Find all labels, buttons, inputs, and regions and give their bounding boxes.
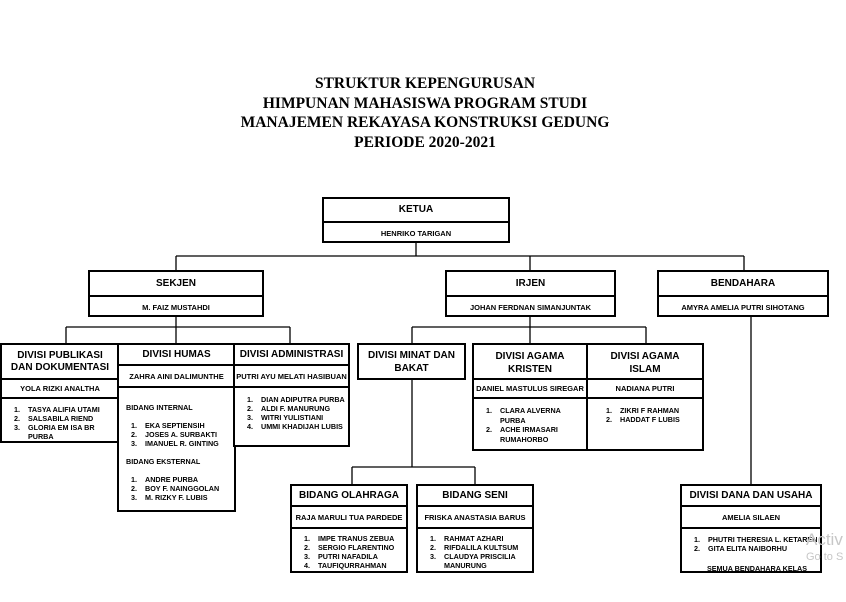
publikasi-role-line2: DAN DOKUMENTASI [10, 362, 110, 373]
administrasi-members: DIAN ADIPUTRA PURBA ALDI F. MANURUNG WIT… [235, 386, 348, 431]
list-item: ACHE IRMASARI RUMAHORBO [494, 425, 586, 444]
humas-internal-label: BIDANG INTERNAL [126, 403, 193, 412]
minat-bakat-role: DIVISI MINAT DAN BAKAT [359, 345, 464, 375]
humas-members: BIDANG INTERNAL EKA SEPTIENSIH JOSES A. … [119, 386, 234, 502]
dana-usaha-footer: SEMUA BENDAHARA KELAS [706, 564, 808, 573]
title-line-4: PERIODE 2020-2021 [354, 133, 496, 151]
olahraga-box: BIDANG OLAHRAGA RAJA MARULI TUA PARDEDE … [290, 484, 408, 573]
title-line-3: MANAJEMEN REKAYASA KONSTRUKSI GEDUNG [240, 114, 610, 131]
bendahara-role: BENDAHARA [710, 278, 776, 289]
list-item: DIAN ADIPUTRA PURBA [255, 395, 348, 404]
kristen-box: DIVISI AGAMA KRISTEN DANIEL MASTULUS SIR… [472, 343, 588, 451]
list-item: RIFDALILA KULTSUM [438, 543, 532, 552]
list-item: IMPE TRANUS ZEBUA [312, 534, 406, 543]
islam-members: ZIKRI F RAHMAN HADDAT F LUBIS [588, 397, 702, 424]
dana-usaha-box: DIVISI DANA DAN USAHA AMELIA SILAEN PHUT… [680, 484, 822, 573]
watermark-line-1: Activ [806, 530, 843, 549]
list-item: ALDI F. MANURUNG [255, 404, 348, 413]
list-item: RAHMAT AZHARI [438, 534, 532, 543]
sekjen-name: M. FAIZ MUSTAHDI [90, 295, 262, 317]
administrasi-role: DIVISI ADMINISTRASI [239, 349, 344, 360]
islam-role-line2: ISLAM [629, 364, 661, 375]
list-item: CLAUDYA PRISCILIA MANURUNG [438, 552, 532, 570]
olahraga-role: BIDANG OLAHRAGA [299, 490, 399, 501]
minat-bakat-role-line2: BAKAT [394, 363, 429, 374]
sekjen-box: SEKJEN M. FAIZ MUSTAHDI [88, 270, 264, 317]
list-item: M. RIZKY F. LUBIS [139, 493, 234, 502]
publikasi-role-line1: DIVISI PUBLIKASI [17, 350, 103, 361]
seni-members: RAHMAT AZHARI RIFDALILA KULTSUM CLAUDYA … [418, 527, 532, 570]
publikasi-role: DIVISI PUBLIKASI DAN DOKUMENTASI [2, 345, 118, 378]
list-item: WITRI YULISTIANI [255, 413, 348, 422]
kristen-role-line1: DIVISI AGAMA [495, 351, 565, 362]
list-item: SERGIO FLARENTINO [312, 543, 406, 552]
list-item: EKA SEPTIENSIH [139, 421, 234, 430]
list-item: GLORIA EM ISA BR PURBA [22, 423, 118, 441]
seni-box: BIDANG SENI FRISKA ANASTASIA BARUS RAHMA… [416, 484, 534, 573]
administrasi-box: DIVISI ADMINISTRASI PUTRI AYU MELATI HAS… [233, 343, 350, 447]
dana-usaha-role: DIVISI DANA DAN USAHA [689, 490, 813, 501]
irjen-name: JOHAN FERDNAN SIMANJUNTAK [447, 295, 614, 317]
ketua-role: KETUA [398, 204, 434, 215]
humas-box: DIVISI HUMAS ZAHRA AINI DALIMUNTHE BIDAN… [117, 343, 236, 512]
title-line-2: HIMPUNAN MAHASISWA PROGRAM STUDI [262, 94, 588, 112]
title-line-1: STRUKTUR KEPENGURUSAN [314, 75, 536, 92]
islam-role-line1: DIVISI AGAMA [610, 351, 680, 362]
list-item: PUTRI NAFADILA [312, 552, 406, 561]
olahraga-head: RAJA MARULI TUA PARDEDE [292, 505, 406, 527]
humas-eksternal-label: BIDANG EKSTERNAL [126, 457, 201, 466]
watermark-line-2: Go to S [806, 551, 844, 563]
list-item: UMMI KHADIJAH LUBIS [255, 422, 348, 431]
irjen-role: IRJEN [515, 278, 546, 289]
list-item: IMANUEL R. GINTING [139, 439, 234, 448]
dana-usaha-head: AMELIA SILAEN [682, 505, 820, 527]
sekjen-role: SEKJEN [155, 278, 196, 289]
list-item: GITA ELITA NAIBORHU [702, 544, 820, 553]
list-item: TAUFIQURRAHMAN [312, 561, 406, 570]
activation-watermark: Activ Go to S [806, 530, 843, 564]
chart-title: STRUKTUR KEPENGURUSAN HIMPUNAN MAHASISWA… [160, 74, 690, 152]
list-item: PHUTRI THERESIA L. KETAREN [702, 535, 820, 544]
islam-box: DIVISI AGAMA ISLAM NADIANA PUTRI ZIKRI F… [586, 343, 704, 451]
islam-role: DIVISI AGAMA ISLAM [588, 345, 702, 378]
bendahara-name: AMYRA AMELIA PUTRI SIHOTANG [659, 295, 827, 317]
seni-role: BIDANG SENI [442, 490, 508, 501]
humas-head: ZAHRA AINI DALIMUNTHE [119, 364, 234, 386]
minat-bakat-role-line1: DIVISI MINAT DAN [367, 350, 456, 361]
publikasi-members: TASYA ALIFIA UTAMI SALSABILA RIEND GLORI… [2, 397, 118, 441]
list-item: BOY F. NAINGGOLAN [139, 484, 234, 493]
minat-bakat-box: DIVISI MINAT DAN BAKAT [357, 343, 466, 380]
list-item: SALSABILA RIEND [22, 414, 118, 423]
list-item: ZIKRI F RAHMAN [614, 406, 702, 415]
bendahara-box: BENDAHARA AMYRA AMELIA PUTRI SIHOTANG [657, 270, 829, 317]
ketua-name: HENRIKO TARIGAN [324, 221, 508, 243]
list-item: JOSES A. SURBAKTI [139, 430, 234, 439]
list-item: TASYA ALIFIA UTAMI [22, 405, 118, 414]
list-item: ANDRE PURBA [139, 475, 234, 484]
list-item: HADDAT F LUBIS [614, 415, 702, 424]
humas-role: DIVISI HUMAS [142, 349, 211, 360]
administrasi-head: PUTRI AYU MELATI HASIBUAN [235, 364, 348, 386]
publikasi-head: YOLA RIZKI ANALTHA [2, 378, 118, 397]
irjen-box: IRJEN JOHAN FERDNAN SIMANJUNTAK [445, 270, 616, 317]
list-item: CLARA ALVERNA PURBA [494, 406, 586, 425]
dana-usaha-members: PHUTRI THERESIA L. KETAREN GITA ELITA NA… [682, 527, 820, 573]
kristen-members: CLARA ALVERNA PURBA ACHE IRMASARI RUMAHO… [474, 397, 586, 444]
kristen-role-line2: KRISTEN [508, 364, 552, 375]
ketua-box: KETUA HENRIKO TARIGAN [322, 197, 510, 243]
islam-head: NADIANA PUTRI [588, 378, 702, 397]
kristen-head: DANIEL MASTULUS SIREGAR [474, 378, 586, 397]
kristen-role: DIVISI AGAMA KRISTEN [474, 345, 586, 378]
seni-head: FRISKA ANASTASIA BARUS [418, 505, 532, 527]
publikasi-box: DIVISI PUBLIKASI DAN DOKUMENTASI YOLA RI… [0, 343, 120, 443]
olahraga-members: IMPE TRANUS ZEBUA SERGIO FLARENTINO PUTR… [292, 527, 406, 570]
